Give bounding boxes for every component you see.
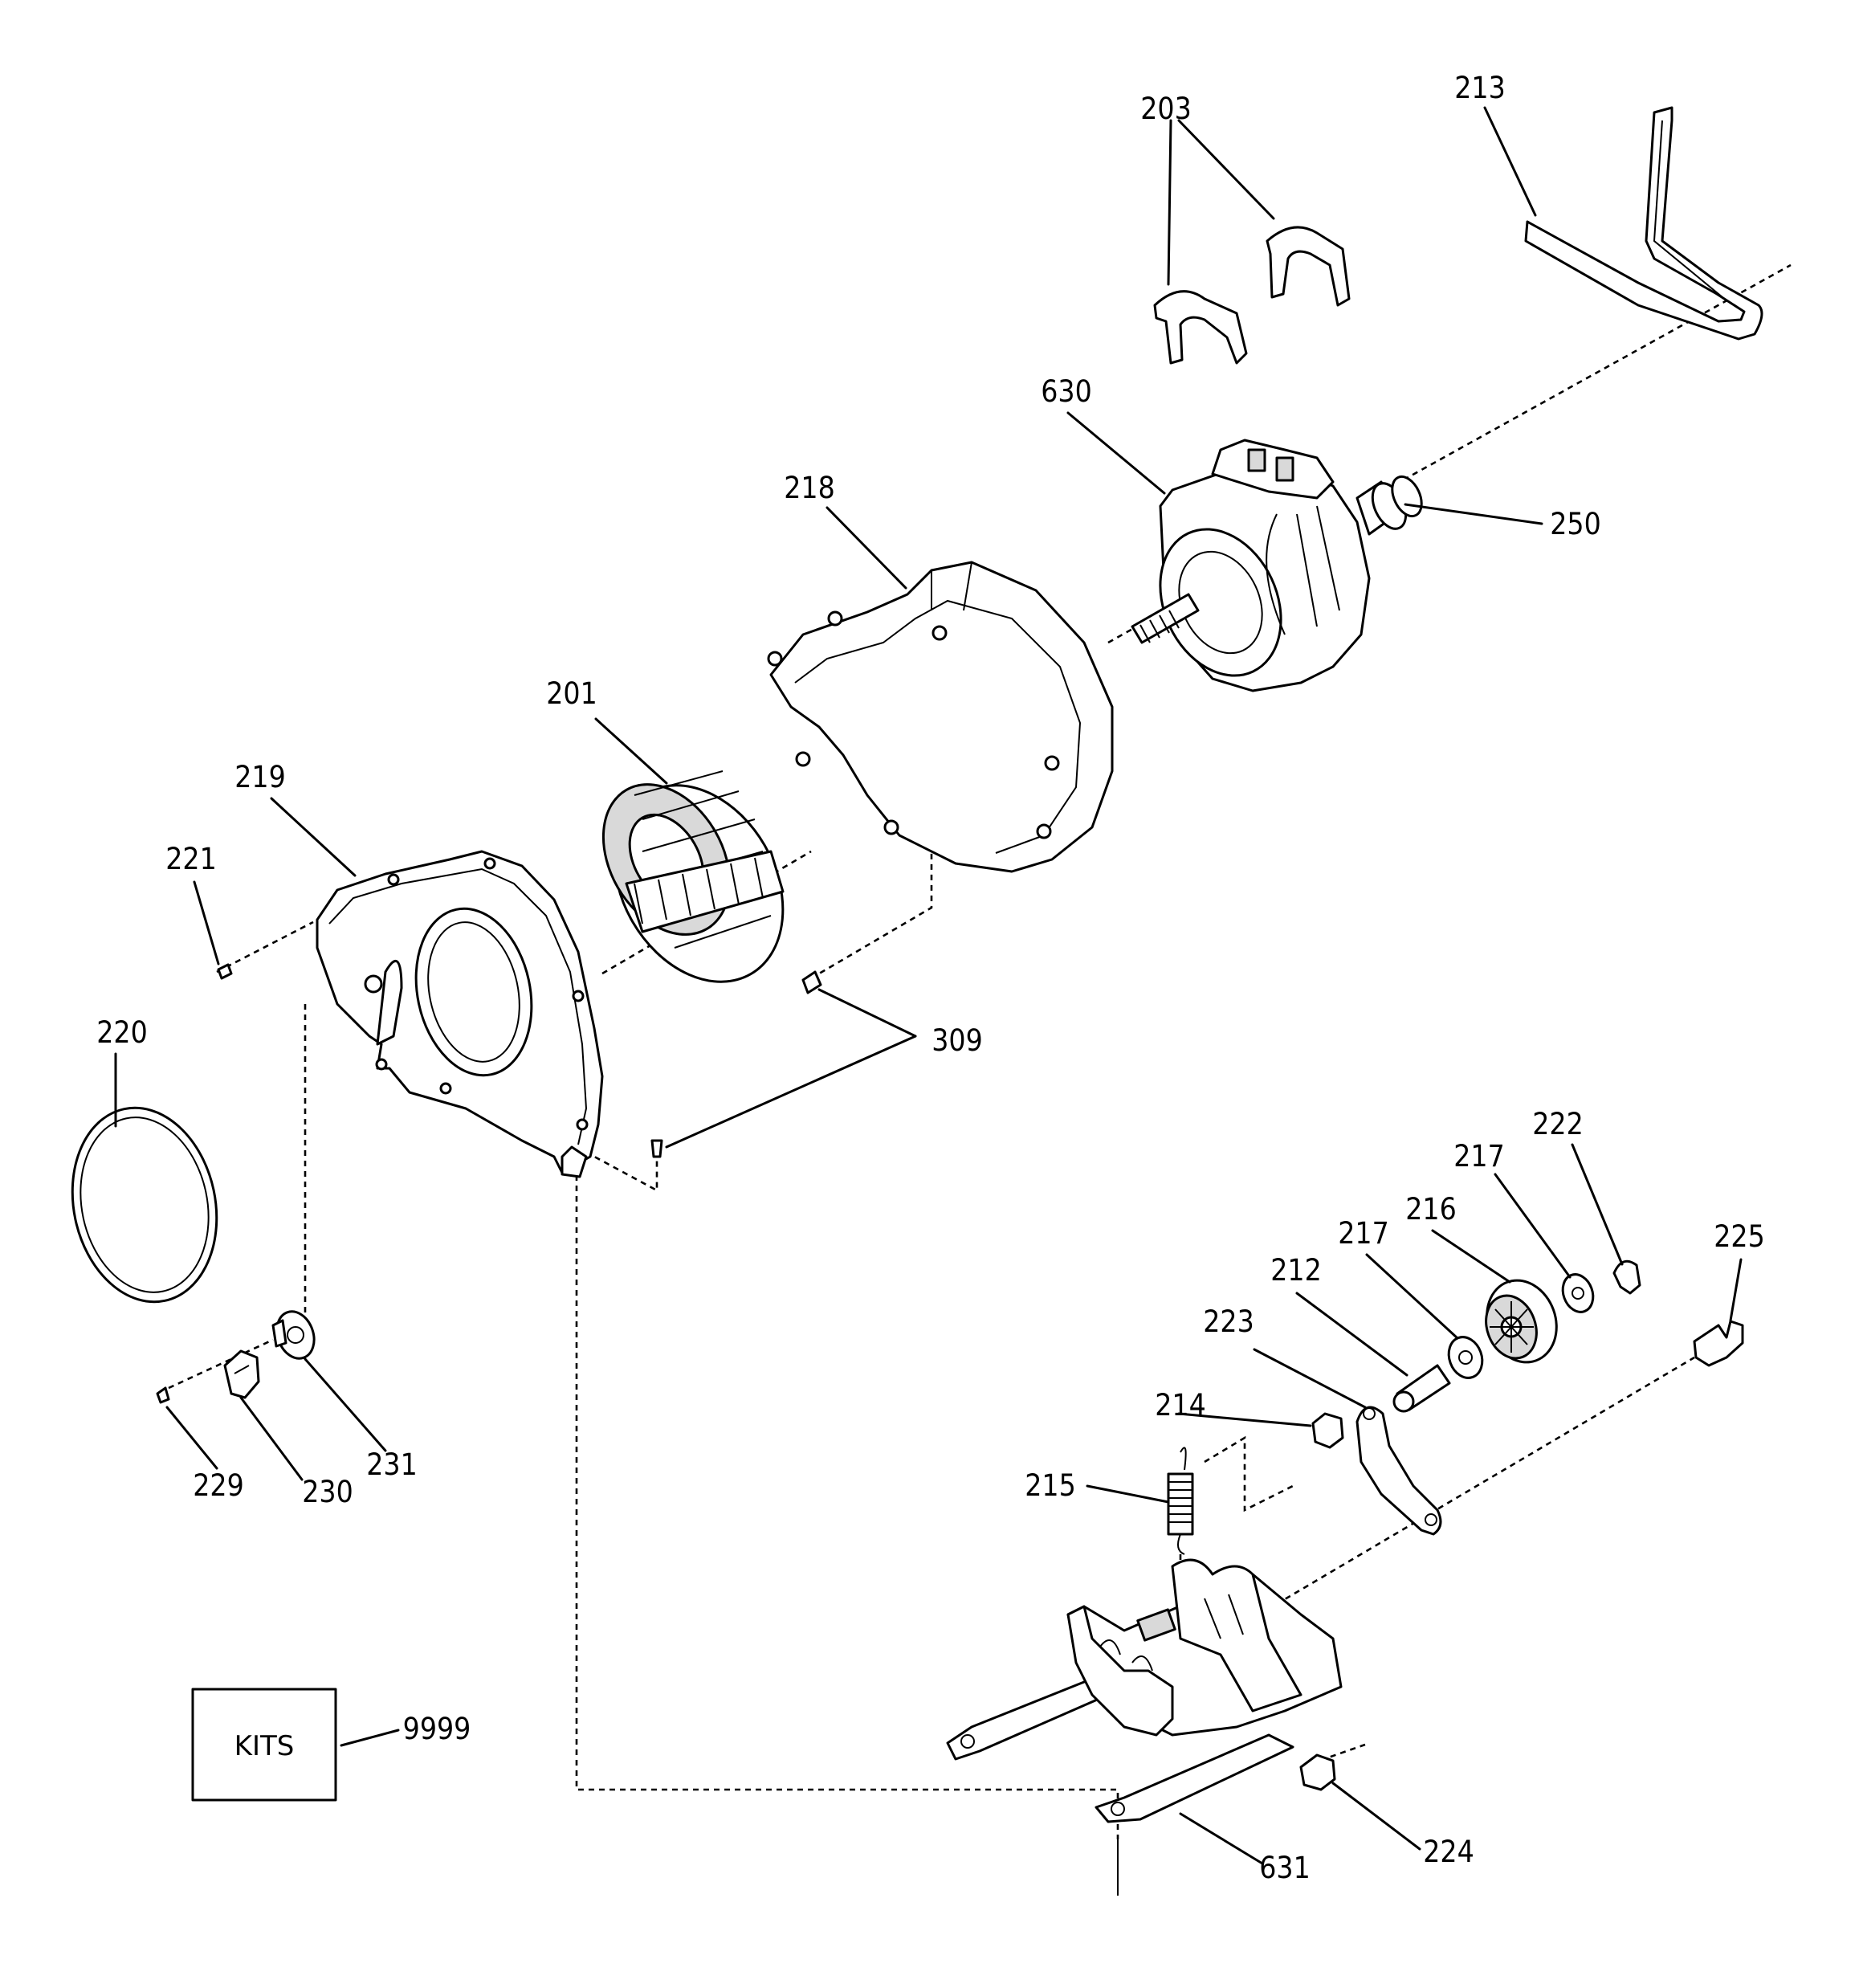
label-222: 222: [1532, 1107, 1584, 1141]
label-216: 216: [1405, 1192, 1457, 1227]
leader-lines: [114, 106, 1743, 1865]
label-218: 218: [784, 471, 835, 505]
label-212: 212: [1270, 1253, 1322, 1288]
clip-222: [1612, 1259, 1641, 1295]
label-215: 215: [1025, 1468, 1076, 1503]
idler-arm-223: [1355, 1406, 1442, 1536]
part-231: [271, 1310, 316, 1360]
part-230: [223, 1349, 260, 1399]
blower-housing-218: [767, 561, 1114, 873]
nut-224: [1299, 1753, 1336, 1791]
label-231: 231: [366, 1447, 418, 1482]
label-220: 220: [96, 1015, 148, 1050]
washer-217-outer: [1561, 1273, 1595, 1313]
belt-213: [1524, 106, 1763, 341]
motor-mount-631: [946, 1558, 1343, 1823]
blower-cover-219: [316, 850, 604, 1178]
blower-wheel-201: [601, 770, 785, 983]
label-214: 214: [1155, 1388, 1206, 1423]
label-217-inner: 217: [1338, 1216, 1389, 1251]
label-630: 630: [1041, 374, 1092, 409]
label-201: 201: [546, 676, 597, 711]
shaft-212: [1392, 1364, 1451, 1413]
label-309: 309: [932, 1023, 983, 1058]
screw-309-lower: [650, 1139, 663, 1158]
motor-630: [1131, 439, 1423, 692]
label-223: 223: [1203, 1304, 1254, 1339]
bolt-225: [1693, 1320, 1744, 1367]
screw-309-upper: [801, 970, 822, 994]
clips-203: [1153, 226, 1351, 365]
label-221: 221: [165, 842, 217, 876]
label-219: 219: [234, 760, 286, 794]
screw-221: [217, 963, 233, 980]
label-217-outer: 217: [1453, 1139, 1505, 1174]
spring-215: [1167, 1447, 1194, 1555]
washer-217-inner: [1447, 1336, 1484, 1379]
label-224: 224: [1423, 1835, 1474, 1869]
label-230: 230: [302, 1475, 353, 1509]
label-229: 229: [193, 1468, 244, 1503]
idler-pulley-216: [1485, 1279, 1558, 1364]
part-labels: 203 213 630 250 218 201 219 221 220 309 …: [96, 71, 1765, 1885]
screw-229: [156, 1386, 170, 1404]
label-203: 203: [1140, 92, 1192, 126]
label-250: 250: [1550, 507, 1601, 541]
nut-214: [1311, 1412, 1344, 1449]
seal-ring-220: [71, 1106, 218, 1304]
label-9999: 9999: [403, 1712, 471, 1746]
label-213: 213: [1454, 71, 1506, 105]
kits-box: KITS: [191, 1688, 337, 1802]
kits-label: KITS: [234, 1730, 295, 1762]
label-631: 631: [1259, 1851, 1311, 1885]
label-225: 225: [1714, 1219, 1765, 1254]
